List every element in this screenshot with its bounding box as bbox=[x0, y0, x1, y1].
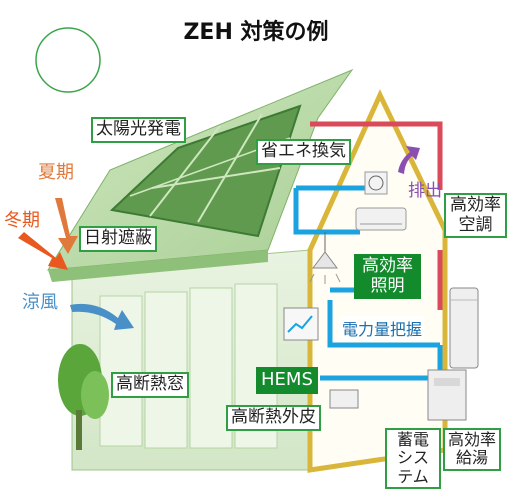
label-shading: 日射遮蔽 bbox=[79, 226, 157, 252]
label-aircon-line2: 空調 bbox=[458, 214, 493, 235]
label-solar: 太陽光発電 bbox=[91, 117, 186, 143]
ventilation-fan-icon bbox=[364, 171, 388, 195]
power-monitor-icon bbox=[283, 307, 319, 341]
exhaust-arrow-icon bbox=[398, 146, 420, 174]
label-lighting-line1: 高効率 bbox=[362, 256, 413, 276]
tree bbox=[58, 344, 109, 450]
label-hems: HEMS bbox=[256, 367, 318, 394]
label-ventilation: 省エネ換気 bbox=[256, 139, 351, 165]
page-title: ZEH 対策の例 bbox=[183, 20, 329, 45]
label-storage: 蓄電 システム bbox=[385, 428, 441, 489]
label-lighting-line2: 照明 bbox=[370, 275, 405, 296]
winter-arrow-icon bbox=[18, 232, 68, 270]
label-water-line2: 給湯 bbox=[455, 448, 488, 468]
label-aircon-line1: 高効率 bbox=[450, 195, 501, 215]
summer-label: 夏期 bbox=[38, 162, 74, 183]
label-power-monitor: 電力量把握 bbox=[340, 316, 425, 340]
label-storage-line2: システム bbox=[396, 448, 429, 486]
label-exhaust: 排出 bbox=[408, 181, 442, 201]
summer-arrow-icon bbox=[55, 198, 78, 254]
water-heater-icon bbox=[449, 287, 479, 369]
label-water-line1: 高効率 bbox=[448, 430, 497, 449]
solar-panel bbox=[109, 104, 302, 238]
breeze-arrow-icon bbox=[70, 303, 134, 330]
red-pipe bbox=[310, 121, 443, 310]
window-glass bbox=[99, 283, 278, 449]
label-lighting: 高効率 照明 bbox=[354, 254, 421, 300]
battery-unit-icon bbox=[427, 369, 467, 421]
label-aircon: 高効率 空調 bbox=[444, 193, 507, 239]
label-storage-line1: 蓄電 bbox=[396, 430, 429, 449]
winter-label: 冬期 bbox=[4, 210, 40, 231]
sun-icon bbox=[35, 27, 101, 93]
label-window: 高断熱窓 bbox=[111, 372, 189, 398]
hems-unit-icon bbox=[329, 389, 359, 409]
air-conditioner-icon bbox=[355, 207, 407, 231]
label-water-heater: 高効率 給湯 bbox=[443, 428, 501, 471]
ceiling-lamp-icon bbox=[309, 232, 341, 284]
breeze-label: 涼風 bbox=[22, 292, 58, 313]
label-envelope: 高断熱外皮 bbox=[226, 405, 321, 431]
roof-edge bbox=[48, 250, 268, 282]
